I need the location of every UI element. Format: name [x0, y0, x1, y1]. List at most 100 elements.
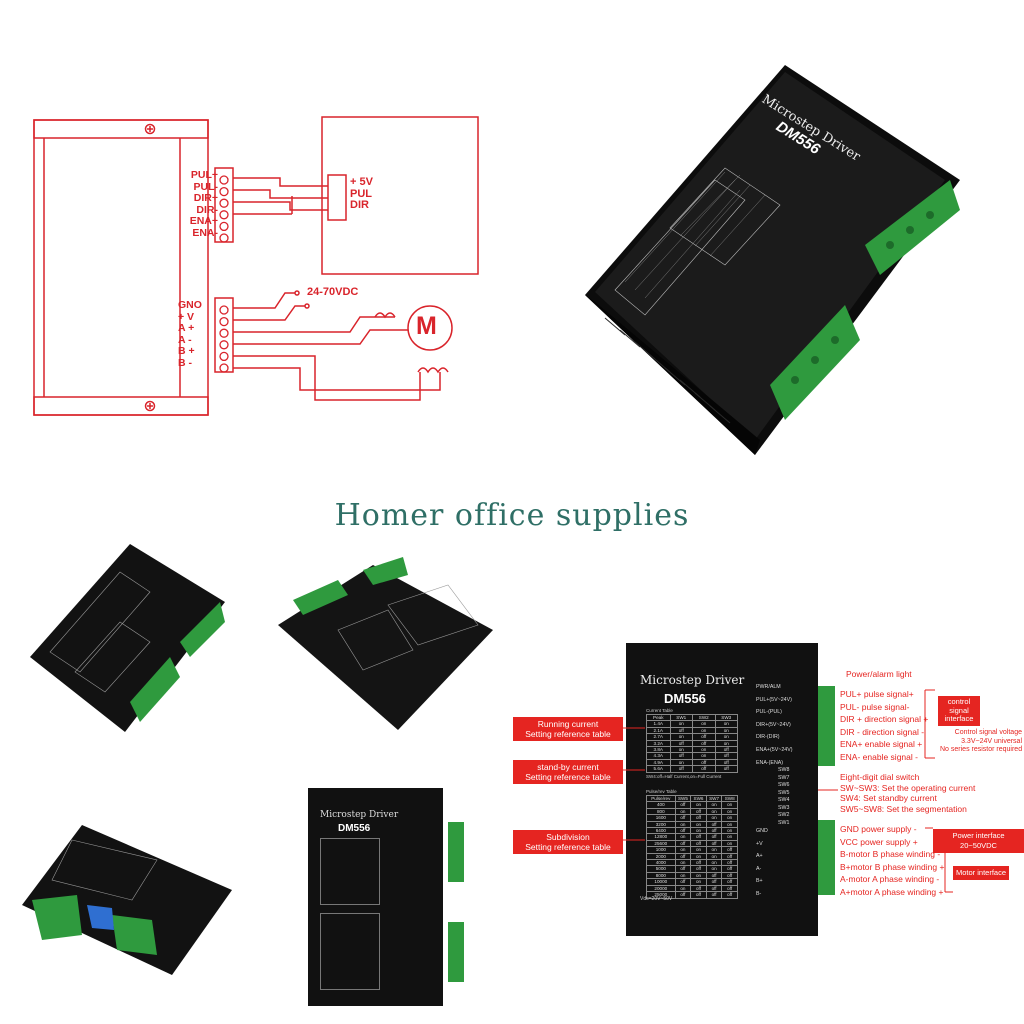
screw-icon [219, 340, 229, 350]
driver-label: SW4 [778, 797, 790, 803]
table-cell: off [721, 884, 738, 893]
small-current-table [320, 838, 380, 905]
table-cell: on [721, 820, 738, 829]
table-cell: on [714, 726, 738, 735]
table-cell: 400 [646, 801, 676, 809]
small-power-terminal [448, 922, 464, 982]
pin-label: + 5V [350, 176, 373, 188]
pin-label: ENA- [192, 226, 218, 239]
power-pin-labels: GNO + V A + A - B + B - [178, 299, 210, 370]
driver-label: SW8 [778, 767, 790, 773]
table-cell: on [721, 801, 738, 809]
signal-descriptions: PUL+ pulse signal+ PUL- pulse signal- DI… [840, 689, 929, 762]
table-cell: off [692, 739, 716, 748]
annotation-connectors [617, 689, 953, 893]
front-power-terminal [818, 820, 835, 895]
table-cell: on [721, 814, 738, 822]
table-cell: off [692, 758, 716, 767]
driver-label: B- [756, 890, 762, 897]
running-current-label: Running current Setting reference table [513, 717, 623, 741]
screw-icon [219, 233, 229, 243]
small-driver-name: Microstep Driver [320, 810, 399, 820]
power-alarm-label: Power/alarm light [846, 669, 912, 679]
table-cell: off [714, 758, 738, 767]
front-signal-terminal [818, 686, 835, 766]
motor-line-descriptions: B-motor B phase winding - B+motor B phas… [840, 849, 945, 897]
table-cell: 12800 [646, 833, 676, 841]
table-cell: on [721, 826, 738, 835]
driver-label: SW3 [778, 804, 790, 811]
small-driver-model: DM556 [338, 823, 371, 834]
table-cell: 8000 [646, 871, 676, 880]
front-driver-model: DM556 [664, 691, 706, 706]
pin-label: A + [178, 322, 195, 335]
screw-icon [219, 328, 229, 338]
table-cell: on [721, 807, 738, 816]
pin-label: B + [178, 345, 195, 358]
table-cell: off [714, 752, 738, 760]
table-cell: off [721, 871, 738, 880]
table-cell: 25000 [646, 891, 676, 899]
screw-icon [219, 351, 229, 362]
table-cell: off [721, 865, 738, 873]
table-cell: SW8 [721, 794, 738, 803]
pin-label: PUL- [193, 180, 219, 193]
driver-label: SW5 [778, 789, 790, 796]
table-cell: on [721, 833, 738, 841]
screw-icon [219, 175, 229, 185]
screw-icon [219, 198, 229, 208]
power-line-descriptions: GND power supply - VCC power supply + [840, 824, 918, 847]
table-cell: on [692, 720, 716, 728]
pin-label: + V [178, 310, 195, 323]
table-cell: 3200 [646, 820, 676, 829]
table-cell: 5000 [646, 865, 676, 873]
pin-label: GNO [178, 299, 202, 311]
supply-label: 24-70VDC [307, 286, 359, 298]
table-cell: 25600 [646, 839, 676, 848]
table-cell: 4000 [646, 859, 676, 867]
pin-label: DIR [350, 199, 369, 211]
table-cell: on [692, 745, 716, 754]
pin-label: PUL [350, 187, 372, 200]
driver-label: A- [756, 865, 762, 872]
driver-front-small: Microstep Driver DM556 [308, 788, 443, 1006]
table-cell: 1000 [646, 846, 676, 854]
table-cell: on [721, 839, 738, 848]
driver-label: SW2 [778, 812, 790, 818]
small-pulse-table [320, 913, 380, 990]
pin-label: DIR- [196, 203, 218, 216]
driver-label: PUL-(PUL) [756, 709, 782, 716]
driver-label: SW7 [778, 774, 790, 781]
driver-label: A+ [756, 853, 763, 860]
table-cell: 1600 [646, 814, 676, 822]
power-interface-label: Power interface 20~50VDC [933, 829, 1024, 853]
table-cell: 800 [646, 807, 676, 816]
table-cell: on [714, 739, 738, 748]
table-cell: off [721, 878, 738, 886]
driver-photo-angle-3 [22, 820, 237, 980]
front-driver-name: Microstep Driver [640, 673, 745, 687]
motor-interface-label: Motor interface [953, 866, 1010, 880]
terminal-screws [215, 168, 235, 383]
table-cell: off [714, 765, 738, 773]
